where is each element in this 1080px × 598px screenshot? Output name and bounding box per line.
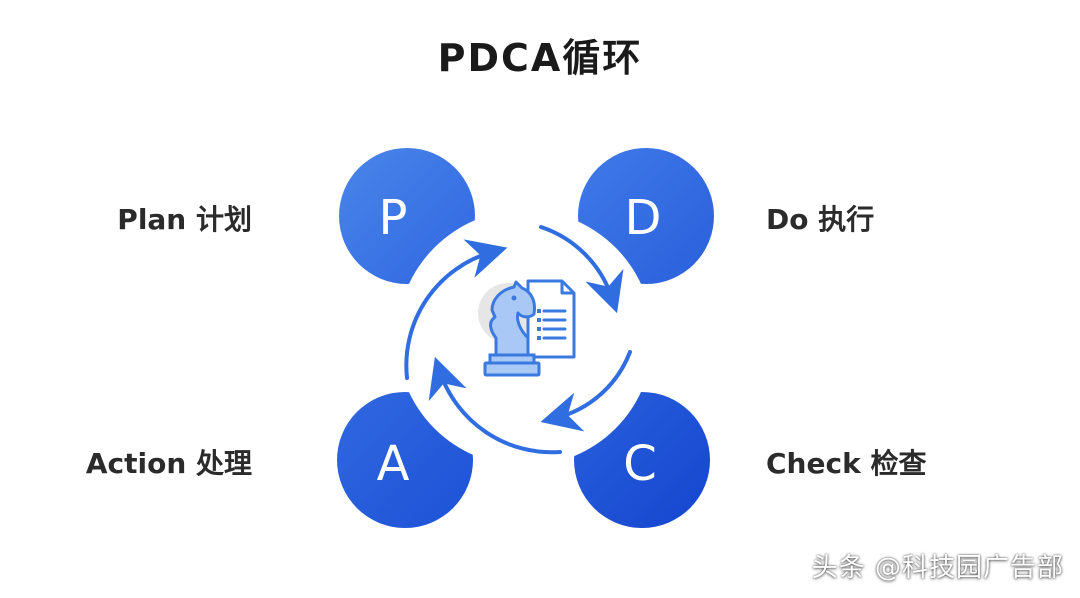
chess-knight-document-icon <box>478 279 576 377</box>
stage-action-label: Action 处理 <box>85 447 252 480</box>
arrow-do-to-check <box>540 350 632 432</box>
stage-plan-letter: P <box>379 190 408 246</box>
stage-do-label: Do 执行 <box>766 203 875 236</box>
arrow-check-to-action <box>428 356 562 455</box>
watermark: 头条 @科技园广告部 <box>811 553 1064 583</box>
arrow-action-to-plan <box>404 239 508 380</box>
cycle-arrows <box>404 225 632 455</box>
page-title: PDCA循环 <box>437 36 643 80</box>
stage-plan-label: Plan 计划 <box>117 203 252 236</box>
stage-check-letter: C <box>623 436 657 492</box>
stage-check-label: Check 检查 <box>766 447 927 480</box>
stage-action-letter: A <box>377 436 410 492</box>
stage-do-letter: D <box>625 190 662 246</box>
arrow-plan-to-do <box>539 225 624 314</box>
